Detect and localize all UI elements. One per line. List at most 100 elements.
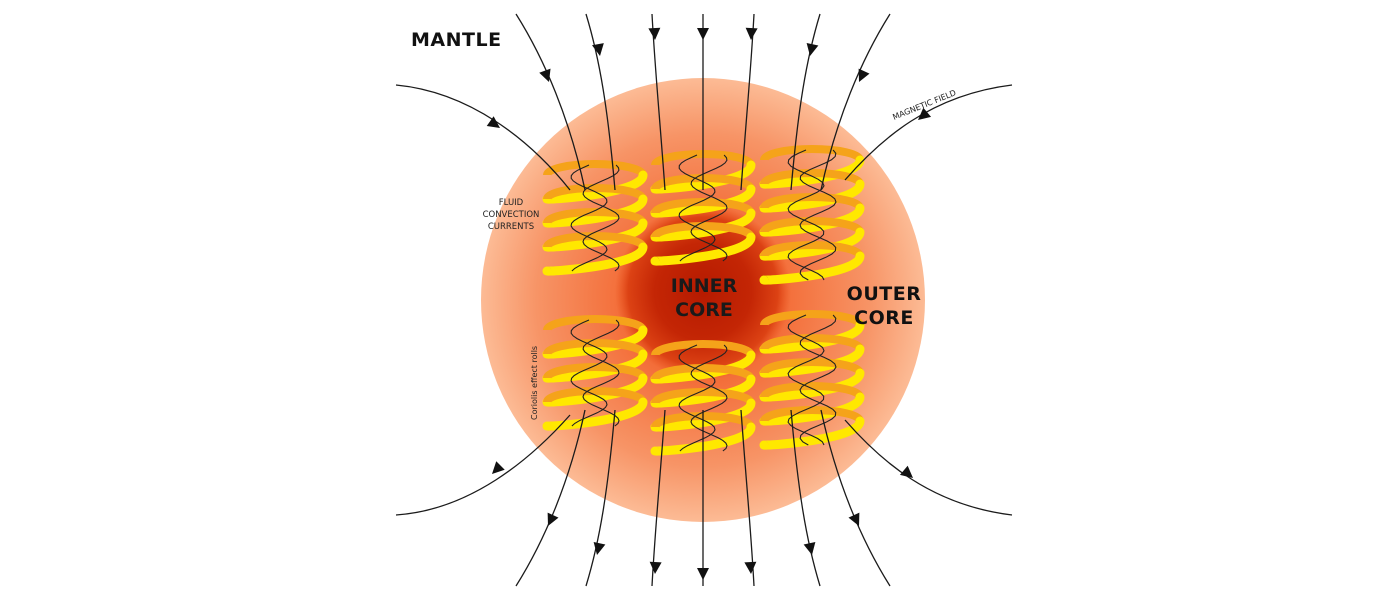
spiral-coil-back bbox=[543, 232, 647, 249]
arrow-icon bbox=[648, 27, 661, 40]
twisted-field-line bbox=[690, 154, 728, 262]
arrow-icon bbox=[539, 68, 551, 82]
spiral-coil-back bbox=[651, 388, 755, 405]
arrow-icon bbox=[492, 461, 505, 474]
spiral-coil-back bbox=[760, 145, 864, 162]
spiral-coil-front bbox=[650, 350, 756, 384]
mantle-label: MANTLE bbox=[411, 29, 502, 51]
arrow-icon bbox=[899, 465, 913, 478]
spiral-coil-front bbox=[650, 232, 756, 266]
spiral-coil-front bbox=[542, 349, 648, 383]
twisted-field-line bbox=[570, 319, 608, 427]
spiral-column bbox=[759, 310, 865, 450]
fluid-label-line1: FLUID bbox=[499, 198, 524, 208]
field-line bbox=[585, 409, 616, 587]
inner-core-label-line1: INNER bbox=[671, 275, 738, 297]
fluid-label-line3: CURRENTS bbox=[488, 222, 534, 232]
spiral-coil-front bbox=[650, 374, 756, 408]
spiral-coil-back bbox=[543, 315, 647, 332]
spiral-coil-back bbox=[543, 208, 647, 225]
spiral-coil-front bbox=[542, 194, 648, 228]
spiral-coil-front bbox=[650, 184, 756, 218]
arrow-icon bbox=[848, 512, 860, 526]
twisted-field-line bbox=[787, 149, 825, 281]
field-line bbox=[585, 13, 616, 191]
spiral-coil-back bbox=[543, 184, 647, 201]
spiral-coil-front bbox=[759, 320, 865, 354]
inner-core-label-line2: CORE bbox=[675, 299, 733, 321]
spiral-coil-back bbox=[760, 406, 864, 423]
twisted-field-line bbox=[582, 164, 620, 272]
fluid-label-line2: CONVECTION bbox=[483, 210, 540, 220]
spiral-coil-front bbox=[759, 155, 865, 189]
twisted-field-line bbox=[799, 149, 837, 281]
spiral-coil-front bbox=[759, 368, 865, 402]
spiral-coil-back bbox=[760, 217, 864, 234]
twisted-field-line bbox=[690, 344, 728, 452]
field-line bbox=[820, 13, 891, 191]
spiral-coil-front bbox=[542, 242, 648, 276]
spiral-coil-back bbox=[760, 169, 864, 186]
spiral-coil-back bbox=[760, 334, 864, 351]
twisted-field-line bbox=[570, 164, 608, 272]
spiral-coil-back bbox=[651, 222, 755, 239]
arrow-icon bbox=[649, 561, 662, 574]
spiral-coil-front bbox=[759, 344, 865, 378]
spiral-coil-front bbox=[542, 397, 648, 431]
spiral-coil-back bbox=[760, 382, 864, 399]
field-line bbox=[820, 409, 891, 587]
outer-core-label-line1: OUTER bbox=[847, 283, 922, 305]
field-line bbox=[844, 419, 1013, 516]
arrow-icon bbox=[697, 28, 709, 40]
field-line bbox=[844, 84, 1013, 181]
arrow-icon bbox=[744, 561, 757, 574]
outer-core-label-line2: CORE bbox=[854, 307, 914, 329]
spiral-coil-front bbox=[542, 373, 648, 407]
spiral-coil-back bbox=[651, 198, 755, 215]
arrow-icon bbox=[593, 542, 606, 555]
spiral-coil-front bbox=[759, 392, 865, 426]
coriolis-label: Coriolis effect rolls bbox=[530, 346, 539, 420]
arrow-icon bbox=[803, 542, 816, 555]
spiral-coil-front bbox=[759, 179, 865, 213]
spiral-coil-back bbox=[651, 364, 755, 381]
arrow-icon bbox=[547, 512, 559, 526]
spiral-coil-front bbox=[542, 218, 648, 252]
spiral-coil-back bbox=[543, 160, 647, 177]
spiral-coil-back bbox=[651, 340, 755, 357]
arrow-icon bbox=[858, 68, 870, 82]
field-line bbox=[515, 13, 586, 191]
spiral-coil-back bbox=[760, 358, 864, 375]
twisted-field-lines bbox=[570, 149, 837, 452]
field-line bbox=[395, 414, 571, 516]
spiral-coil-back bbox=[543, 387, 647, 404]
spiral-coil-back bbox=[760, 241, 864, 258]
magnetic-field-lines bbox=[395, 13, 1013, 587]
spiral-coil-front bbox=[542, 170, 648, 204]
spiral-coil-front bbox=[759, 203, 865, 237]
spiral-coil-back bbox=[543, 363, 647, 380]
twisted-field-line bbox=[787, 314, 825, 446]
field-line bbox=[790, 409, 821, 587]
arrow-icon bbox=[592, 43, 604, 56]
spiral-coil-front bbox=[650, 208, 756, 242]
field-line bbox=[515, 409, 586, 587]
arrow-icon bbox=[745, 27, 758, 40]
spiral-coil-back bbox=[760, 310, 864, 327]
arrow-icon bbox=[697, 568, 709, 580]
twisted-field-line bbox=[582, 319, 620, 427]
spiral-coil-front bbox=[759, 416, 865, 450]
spiral-coil-front bbox=[759, 227, 865, 261]
spiral-column bbox=[542, 160, 648, 276]
spiral-coil-back bbox=[543, 339, 647, 356]
spiral-column bbox=[759, 145, 865, 285]
arrow-icon bbox=[918, 107, 932, 120]
spiral-column bbox=[542, 315, 648, 431]
twisted-field-line bbox=[678, 344, 716, 452]
arrow-icon bbox=[806, 43, 819, 56]
field-line bbox=[790, 13, 821, 191]
spiral-coil-front bbox=[542, 325, 648, 359]
spiral-coil-front bbox=[759, 251, 865, 285]
